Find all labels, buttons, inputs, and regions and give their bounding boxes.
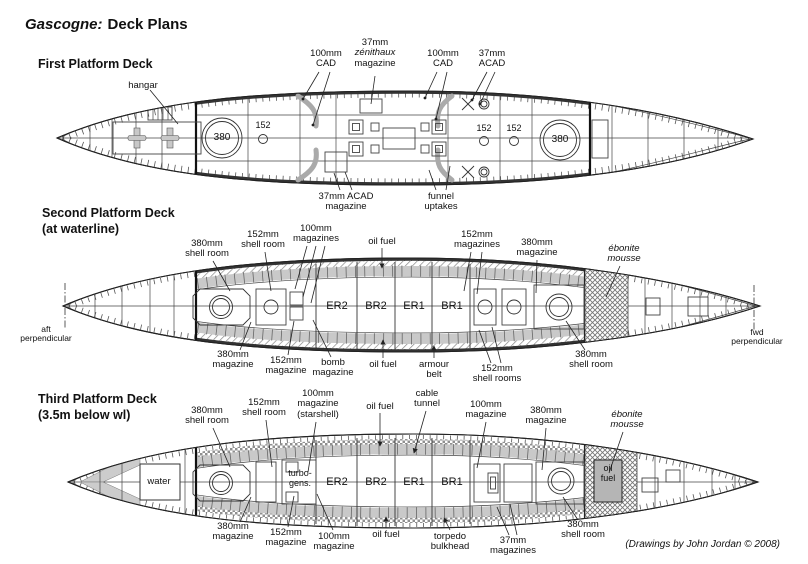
annotation-label: hangar <box>128 80 158 91</box>
title-rest: Deck Plans <box>107 16 188 33</box>
first-platform-deck-hull <box>55 71 755 191</box>
room-label: 152 <box>255 120 271 130</box>
third-deck-heading-text: Third Platform Deck <box>38 392 157 406</box>
annotation-label: oil fuel <box>368 236 396 247</box>
credit: (Drawings by John Jordan © 2008) <box>625 539 780 550</box>
room-label: 380 <box>551 134 569 145</box>
room-label: ER2 <box>326 300 348 312</box>
room-label: BR1 <box>441 300 463 312</box>
annotation-label: oil fuel <box>369 359 397 370</box>
second-deck-heading: Second Platform Deck (at waterline) <box>42 206 175 237</box>
third-deck-heading: Third Platform Deck (3.5m below wl) <box>38 392 157 423</box>
room-label: BR2 <box>365 300 387 312</box>
second-deck-heading-text: Second Platform Deck <box>42 206 175 220</box>
room-label: 152 <box>506 123 522 133</box>
room-label: ER2 <box>326 476 348 488</box>
third-platform-deck-hull <box>66 410 760 536</box>
room-label: 380 <box>213 132 231 143</box>
room-label: turbo-gens. <box>288 468 312 488</box>
second-deck-subheading-text: (at waterline) <box>42 221 120 236</box>
room-label: BR1 <box>441 476 463 488</box>
room-label: ER1 <box>403 300 425 312</box>
third-deck-subheading-text: (3.5m below wl) <box>38 407 131 422</box>
room-label: 152 <box>476 123 492 133</box>
room-label: ER1 <box>403 476 425 488</box>
first-deck-heading-text: First Platform Deck <box>38 57 153 71</box>
room-label: BR2 <box>365 476 387 488</box>
room-label: water <box>147 476 171 487</box>
page-title: Gascogne:Deck Plans <box>25 16 188 33</box>
ship-name: Gascogne: <box>25 16 103 33</box>
annotation-label: oil fuel <box>366 401 394 412</box>
first-deck-heading: First Platform Deck <box>38 57 153 73</box>
annotation-label: oil fuel <box>372 529 400 540</box>
